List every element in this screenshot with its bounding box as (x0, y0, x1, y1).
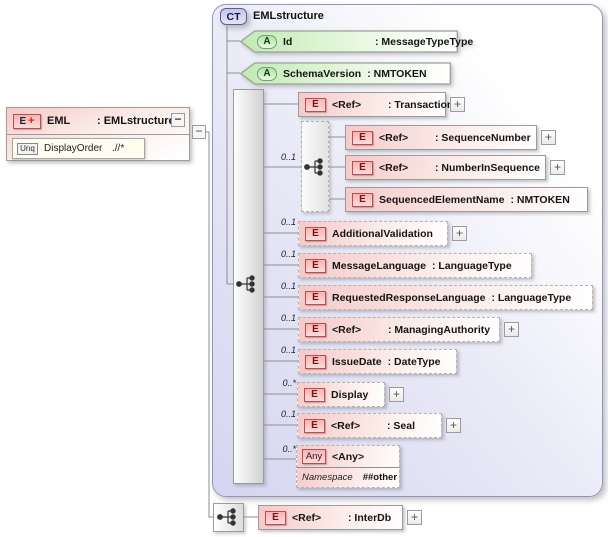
cardinality-label: 0..* (282, 444, 296, 454)
element-name: AdditionalValidation (332, 227, 433, 240)
element-box-managingauthority[interactable]: E <Ref> : ManagingAuthority (298, 317, 500, 342)
complextype-title: EMLstructure (253, 10, 324, 22)
any-wildcard-box[interactable]: Any <Any> Namespace ##other (296, 445, 400, 488)
optional-sequence-group[interactable] (301, 121, 329, 212)
element-box-eml[interactable]: E+ EML : EMLstructure − Unq DisplayOrder… (6, 107, 190, 161)
element-box-requestedresponselanguage[interactable]: E RequestedResponseLanguage : LanguageTy… (298, 285, 593, 310)
cardinality-label: 0..1 (280, 313, 296, 323)
element-icon: E (305, 226, 326, 241)
cardinality-label: 0..1 (280, 249, 296, 259)
cardinality-label: 0..1 (280, 217, 296, 227)
element-type: : NumberInSequence (435, 161, 541, 174)
expand-icon[interactable]: + (452, 226, 467, 241)
constraint-name: DisplayOrder (44, 143, 103, 154)
element-box-sequencenumber[interactable]: E <Ref> : SequenceNumber (345, 125, 537, 150)
collapse-junction-icon[interactable]: − (192, 125, 206, 139)
attribute-type: : NMTOKEN (367, 67, 427, 80)
element-icon: E (305, 290, 326, 305)
element-icon: E (352, 192, 373, 207)
element-name: <Ref> (292, 511, 322, 524)
eml-header: E+ EML : EMLstructure − (7, 108, 189, 135)
expand-icon[interactable]: + (446, 418, 461, 433)
expand-icon[interactable]: + (541, 130, 556, 145)
element-box-sequencedelementname[interactable]: E SequencedElementName : NMTOKEN (345, 187, 588, 212)
element-name: <Ref> (332, 98, 362, 111)
footer-sequence-compositor[interactable] (213, 503, 244, 532)
element-name: RequestedResponseLanguage (332, 291, 486, 304)
unique-icon: Unq (17, 142, 38, 155)
element-icon: E (305, 258, 326, 273)
attribute-icon: A (257, 34, 277, 49)
element-name: IssueDate (332, 355, 382, 368)
attribute-banner (240, 62, 451, 85)
element-name: Display (331, 388, 369, 401)
element-box-transactionid[interactable]: E <Ref> : TransactionId (298, 92, 463, 117)
expand-icon[interactable]: + (504, 322, 519, 337)
complextype-icon: CT (220, 8, 247, 25)
element-box-numberinsequence[interactable]: E <Ref> : NumberInSequence (345, 155, 546, 180)
element-box-issuedate[interactable]: E IssueDate : DateType (298, 349, 457, 374)
element-name: SequencedElementName (379, 193, 505, 206)
element-box-seal[interactable]: E <Ref> : Seal (297, 413, 442, 438)
element-name: <Ref> (332, 323, 362, 336)
element-box-messagelanguage[interactable]: E MessageLanguage : LanguageType (298, 253, 532, 278)
attribute-banner (240, 30, 458, 53)
cardinality-label: 0..1 (280, 152, 296, 162)
element-name: <Ref> (379, 161, 409, 174)
element-icon: E (352, 130, 373, 145)
element-icon: E (265, 510, 286, 525)
any-name: <Any> (332, 450, 365, 463)
attribute-box-schemaversion[interactable]: A SchemaVersion : NMTOKEN (239, 61, 452, 86)
element-type: : LanguageType (431, 259, 512, 272)
element-type: : SequenceNumber (435, 131, 531, 144)
element-icon: E (305, 97, 326, 112)
element-box-display[interactable]: E Display (297, 382, 385, 407)
attribute-type: : MessageTypeType (375, 35, 474, 48)
element-type: : EMLstructure (97, 115, 175, 127)
element-with-children-icon: E+ (13, 113, 41, 129)
attribute-name: Id (283, 35, 293, 48)
expand-icon[interactable]: + (407, 510, 422, 525)
element-box-interdb[interactable]: E <Ref> : InterDb (258, 505, 403, 530)
cardinality-label: 0..1 (280, 409, 296, 419)
cardinality-label: 0..1 (280, 345, 296, 355)
element-name: MessageLanguage (332, 259, 426, 272)
element-name: <Ref> (379, 131, 409, 144)
collapse-icon[interactable]: − (171, 113, 185, 127)
expand-icon[interactable]: + (450, 97, 465, 112)
attribute-icon: A (257, 66, 277, 81)
element-name: <Ref> (331, 419, 361, 432)
element-name: EML (47, 115, 71, 127)
constraint-selector: .//* (112, 143, 125, 154)
attribute-name: SchemaVersion (283, 67, 362, 80)
element-icon: E (305, 354, 326, 369)
sequence-compositor-bar[interactable] (233, 89, 264, 484)
expand-icon[interactable]: + (389, 387, 404, 402)
element-icon: E (304, 418, 325, 433)
element-type: : LanguageType (491, 291, 572, 304)
element-type: : ManagingAuthority (388, 323, 491, 336)
element-box-additionalvalidation[interactable]: E AdditionalValidation (298, 221, 448, 246)
namespace-label: Namespace (302, 472, 353, 483)
element-icon: E (352, 160, 373, 175)
element-type: : Seal (387, 419, 416, 432)
element-type: : TransactionId (388, 98, 463, 111)
element-type: : InterDb (348, 511, 392, 524)
expand-icon[interactable]: + (550, 160, 565, 175)
element-icon: E (305, 322, 326, 337)
cardinality-label: 0..1 (280, 281, 296, 291)
element-icon: E (304, 387, 325, 402)
element-type: : NMTOKEN (510, 193, 570, 206)
any-icon: Any (302, 449, 326, 464)
namespace-value: ##other (362, 472, 398, 483)
element-type: : DateType (387, 355, 441, 368)
attribute-box-id[interactable]: A Id : MessageTypeType (239, 29, 473, 54)
unique-constraint[interactable]: Unq DisplayOrder .//* (12, 138, 145, 159)
cardinality-label: 0..* (282, 378, 296, 388)
